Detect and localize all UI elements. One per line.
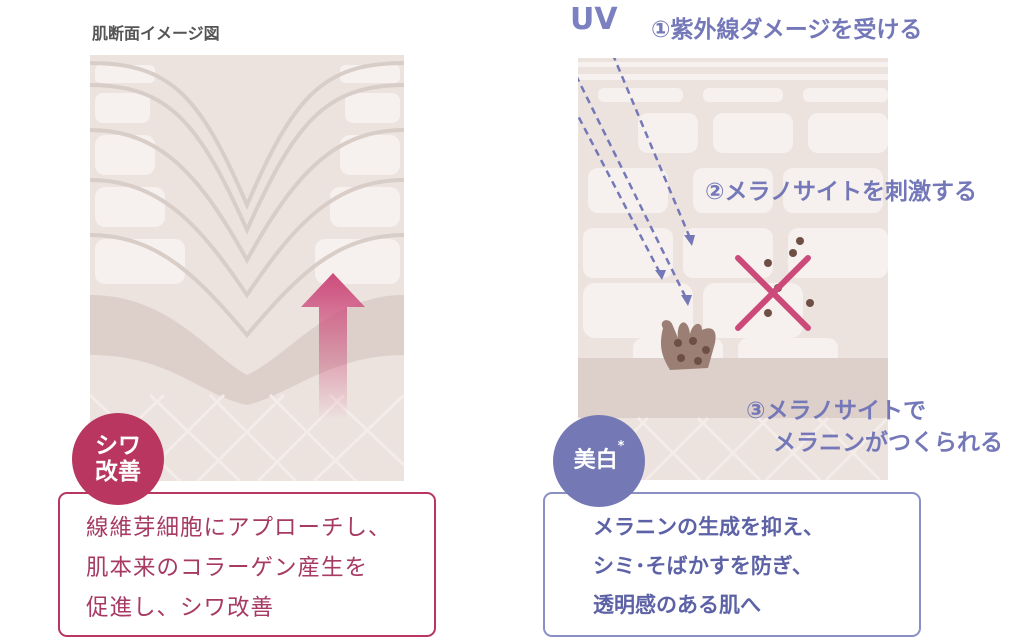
step-2-label: ②メラノサイトを刺激する	[705, 179, 978, 205]
diagram-title: 肌断面イメージ図	[92, 24, 220, 43]
uv-label: UV	[570, 2, 618, 37]
badge-text: 改善	[95, 459, 141, 485]
badge-text: 美白	[573, 448, 618, 474]
wrinkle-improvement-badge: シワ 改善	[72, 413, 164, 505]
step-1-label: ①紫外線ダメージを受ける	[651, 17, 923, 43]
wrinkle-description-box: 線維芽細胞にアプローチし、 肌本来のコラーゲン産生を 促進し、シワ改善	[58, 492, 436, 637]
melanocyte-icon	[660, 320, 716, 370]
description-line: メラニンの生成を抑え、	[593, 515, 824, 539]
up-arrow-icon	[301, 273, 365, 420]
description-line: 線維芽細胞にアプローチし、	[86, 515, 392, 541]
uv-ray-lines	[578, 58, 692, 299]
footnote-mark: *	[617, 438, 625, 454]
description-line: 透明感のある肌へ	[593, 593, 761, 617]
whitening-description-box: メラニンの生成を抑え、 シミ･そばかすを防ぎ、 透明感のある肌へ	[543, 492, 921, 637]
description-line: 肌本来のコラーゲン産生を	[86, 555, 369, 581]
wrinkle-skin-illustration	[90, 55, 404, 481]
x-mark-icon	[735, 255, 811, 331]
step-3-label: ③メラノサイトで	[746, 398, 927, 424]
description-line: 促進し、シワ改善	[86, 595, 275, 621]
badge-text: シワ	[95, 432, 141, 459]
description-line: シミ･そばかすを防ぎ、	[593, 554, 813, 578]
whitening-badge: 美白*	[553, 415, 645, 507]
step-3-label-line2: メラニンがつくられる	[773, 430, 1003, 456]
melanin-skin-illustration	[578, 58, 888, 480]
